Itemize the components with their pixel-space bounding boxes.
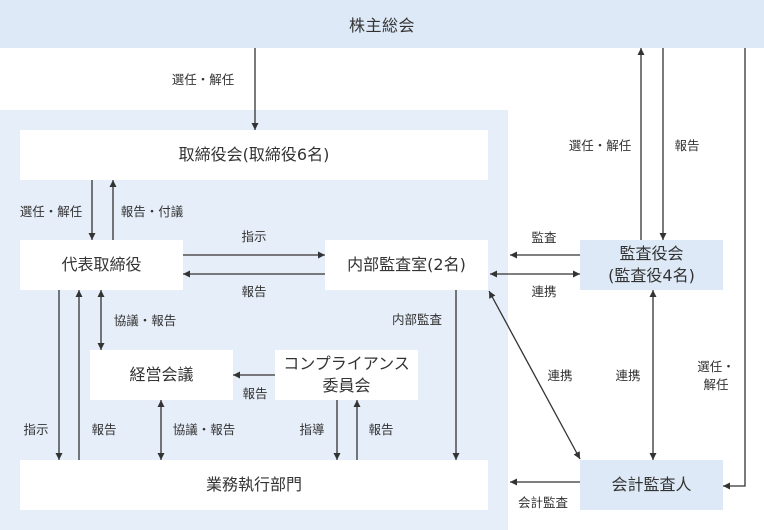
label-audit-board-to-internal-audit: 監査 bbox=[531, 230, 557, 245]
label-audit-board-accounting-link: 連携 bbox=[615, 368, 641, 383]
label-internal-audit-accounting-link: 連携 bbox=[547, 368, 573, 383]
business-operations-box: 業務執行部門 bbox=[20, 460, 488, 510]
management-meeting-label: 経営会議 bbox=[129, 365, 194, 384]
board-of-directors-label: 取締役会(取締役6名) bbox=[178, 145, 330, 164]
compliance-committee-label-line1: コンプライアンス bbox=[283, 354, 410, 373]
arrow-shareholders-to-accounting bbox=[723, 48, 746, 490]
accounting-auditor-label: 会計監査人 bbox=[611, 475, 692, 494]
label-accounting-to-operations: 会計監査 bbox=[517, 495, 569, 510]
label-internal-audit-to-representative: 報告 bbox=[241, 284, 267, 299]
label-audit-board-internal-audit-link: 連携 bbox=[531, 284, 557, 299]
label-shareholders-to-accounting-line2: 解任 bbox=[703, 377, 729, 392]
label-compliance-to-operations: 指導 bbox=[299, 422, 325, 437]
label-internal-audit-to-operations: 内部監査 bbox=[391, 312, 443, 327]
label-shareholders-to-accounting: 選任・ 解任 bbox=[697, 358, 735, 394]
label-audit-board-to-shareholders: 報告 bbox=[674, 138, 700, 153]
label-representative-to-operations: 指示 bbox=[23, 422, 49, 437]
accounting-auditor-box: 会計監査人 bbox=[580, 460, 723, 510]
label-shareholders-to-board: 選任・解任 bbox=[171, 72, 235, 87]
audit-board-label-line2: (監査役4名) bbox=[608, 266, 695, 285]
label-compliance-to-management: 報告 bbox=[242, 386, 268, 401]
representative-director-label: 代表取締役 bbox=[61, 255, 142, 274]
label-representative-to-internal-audit: 指示 bbox=[241, 229, 267, 244]
compliance-committee-box: コンプライアンス 委員会 bbox=[275, 350, 418, 400]
business-operations-label: 業務執行部門 bbox=[205, 475, 302, 494]
internal-audit-office-box: 内部監査室(2名) bbox=[325, 240, 488, 290]
label-shareholders-to-audit-board: 選任・解任 bbox=[568, 138, 632, 153]
label-board-to-representative: 選任・解任 bbox=[19, 204, 83, 219]
label-representative-to-board: 報告・付議 bbox=[120, 204, 184, 219]
audit-board-box: 監査役会 (監査役4名) bbox=[580, 240, 723, 290]
label-management-operations: 協議・報告 bbox=[172, 422, 236, 437]
shareholders-meeting-box: 株主総会 bbox=[0, 0, 764, 48]
compliance-committee-label-line2: 委員会 bbox=[322, 376, 371, 395]
label-operations-to-compliance: 報告 bbox=[368, 422, 394, 437]
audit-board-label-line1: 監査役会 bbox=[619, 244, 684, 263]
representative-director-box: 代表取締役 bbox=[20, 240, 183, 290]
management-meeting-box: 経営会議 bbox=[90, 350, 233, 400]
board-of-directors-box: 取締役会(取締役6名) bbox=[20, 130, 488, 180]
label-representative-management: 協議・報告 bbox=[113, 313, 177, 328]
internal-audit-office-label: 内部監査室(2名) bbox=[347, 255, 466, 274]
label-shareholders-to-accounting-line1: 選任・ bbox=[697, 359, 735, 374]
label-operations-to-representative: 報告 bbox=[91, 422, 117, 437]
shareholders-meeting-label: 株主総会 bbox=[348, 16, 415, 35]
